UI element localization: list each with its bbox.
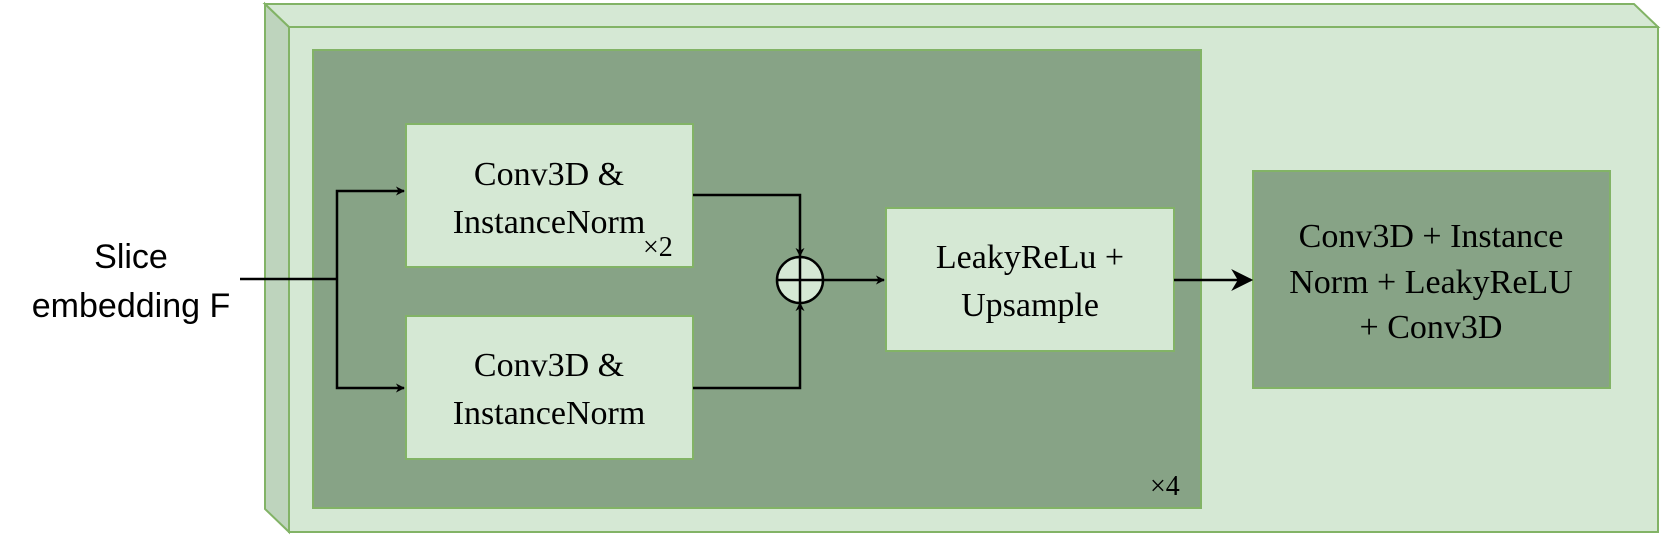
- conv-block-a-repeat: ×2: [643, 232, 673, 263]
- head-block-line3: + Conv3D: [1360, 309, 1503, 346]
- conv-block-a-line1: Conv3D &: [474, 156, 624, 193]
- connectors: [240, 186, 1254, 393]
- input-label-line1: Slice: [94, 238, 168, 276]
- conv-block-b-line1: Conv3D &: [474, 347, 624, 384]
- conv-b-to-sum-edge: [693, 302, 805, 390]
- head-block: [1252, 170, 1611, 389]
- conv-block-a-line2: InstanceNorm: [453, 204, 646, 241]
- activation-block-line2: Upsample: [961, 287, 1099, 324]
- head-block-line2: Norm + LeakyReLU: [1289, 264, 1573, 301]
- split-edge-bottom: [335, 279, 405, 393]
- outer-container-side: [264, 1, 290, 535]
- split-edge-top: [335, 186, 405, 279]
- sum-node: [775, 255, 825, 305]
- activation-block-line1: LeakyReLu +: [936, 239, 1124, 276]
- head-block-line1: Conv3D + Instance: [1299, 218, 1564, 255]
- inner-repeat-label: ×4: [1150, 471, 1180, 502]
- input-label-line2: embedding F: [32, 287, 230, 325]
- conv-block-b-line2: InstanceNorm: [453, 395, 646, 432]
- conv-a-to-sum-edge: [693, 193, 805, 257]
- outer-container-top: [262, 3, 1661, 28]
- activation-block: [885, 207, 1175, 352]
- conv-block-b: [405, 315, 694, 460]
